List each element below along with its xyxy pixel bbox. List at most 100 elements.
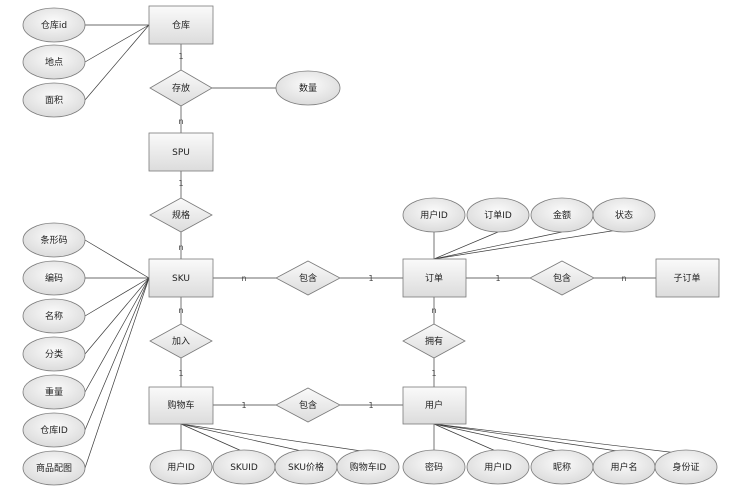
card-spec-sku: n [178, 243, 183, 252]
edge-cart-cartid [180, 423, 369, 453]
card-sku-contain: n [241, 274, 246, 283]
relationship-spec-label: 规格 [172, 209, 190, 221]
card-cart-contain: 1 [241, 401, 246, 410]
attribute-weight-label: 重量 [45, 386, 63, 398]
attribute-id-card[interactable]: 身份证 [654, 449, 718, 485]
attribute-category-label: 分类 [45, 348, 63, 360]
card-contain-user: 1 [368, 401, 373, 410]
entity-suborder-label: 子订单 [673, 272, 700, 284]
relationship-add-label: 加入 [172, 336, 190, 347]
card-contain-order: 1 [368, 274, 373, 283]
edge-location-warehouse [84, 24, 150, 63]
relationship-contain-order-suborder[interactable]: 包含 [529, 260, 595, 296]
relationship-own-label: 拥有 [425, 335, 443, 347]
attribute-sku-id-label: SKUID [230, 463, 258, 473]
attribute-password[interactable]: 密码 [402, 449, 466, 485]
card-order-own: n [431, 306, 436, 315]
attribute-amount[interactable]: 金额 [530, 197, 594, 233]
attribute-weight[interactable]: 重量 [22, 374, 86, 410]
edge-area-warehouse [84, 24, 150, 101]
relationship-contain-sku-order[interactable]: 包含 [275, 260, 341, 296]
attribute-sku-id[interactable]: SKUID [212, 449, 276, 485]
relationship-contain-cart-user-label: 包含 [299, 399, 317, 411]
relationship-spec[interactable]: 规格 [149, 197, 213, 233]
entity-sku-label: SKU [172, 274, 190, 284]
relationships: 存放 规格 加入 包含 包含 拥有 包含 [149, 69, 595, 423]
attribute-location[interactable]: 地点 [22, 44, 86, 80]
entity-warehouse-label: 仓库 [172, 19, 190, 31]
card-add-cart: 1 [178, 369, 183, 378]
attribute-quantity-label: 数量 [299, 82, 317, 94]
attribute-sku-price[interactable]: SKU价格 [274, 449, 338, 485]
card-own-user: 1 [431, 369, 436, 378]
attribute-code-label: 编码 [45, 272, 63, 284]
attribute-order-id[interactable]: 订单ID [466, 197, 530, 233]
attribute-cart-user-id[interactable]: 用户ID [149, 449, 213, 485]
attribute-status-label: 状态 [615, 209, 633, 221]
attribute-order-id-label: 订单ID [484, 209, 512, 221]
attribute-user-user-id-label: 用户ID [484, 461, 512, 473]
edge-cart-skuid [180, 423, 245, 453]
attribute-name-label: 名称 [45, 310, 63, 322]
card-spu-spec: 1 [178, 179, 183, 188]
card-order-contain: 1 [495, 274, 500, 283]
edge-user-userid [433, 423, 499, 453]
relationship-contain-sku-order-label: 包含 [299, 272, 317, 284]
card-warehouse-store: 1 [178, 52, 183, 61]
attribute-sku-warehouse-id[interactable]: 仓库ID [22, 412, 86, 448]
edge-user-idcard [433, 423, 687, 455]
attribute-id-card-label: 身份证 [672, 461, 699, 473]
attribute-username[interactable]: 用户名 [592, 449, 656, 485]
entity-cart[interactable]: 购物车 [148, 386, 214, 425]
attribute-amount-label: 金额 [553, 209, 571, 221]
attribute-order-user-id-label: 用户ID [420, 209, 448, 221]
relationship-contain-cart-user[interactable]: 包含 [275, 387, 341, 423]
attribute-quantity[interactable]: 数量 [275, 70, 341, 106]
edge-cart-skuprice [180, 423, 307, 453]
attribute-name[interactable]: 名称 [22, 298, 86, 334]
attribute-cart-id-label: 购物车ID [350, 461, 387, 473]
entity-spu[interactable]: SPU [148, 132, 214, 172]
attribute-barcode-label: 条形码 [40, 234, 67, 246]
attribute-nickname[interactable]: 昵称 [530, 449, 594, 485]
entities: 仓库 SPU SKU 购物车 订单 子订单 用户 [148, 5, 720, 425]
edge-category-sku [84, 277, 150, 355]
attribute-area[interactable]: 面积 [22, 82, 86, 118]
attribute-order-user-id[interactable]: 用户ID [402, 197, 466, 233]
edge-warehouseid2-sku [84, 277, 150, 431]
attribute-location-label: 地点 [45, 56, 63, 68]
entity-order-label: 订单 [425, 272, 443, 284]
entity-suborder[interactable]: 子订单 [655, 258, 720, 298]
edge-name-sku [84, 277, 150, 317]
entity-order[interactable]: 订单 [402, 258, 467, 298]
attribute-password-label: 密码 [425, 461, 443, 473]
attribute-category[interactable]: 分类 [22, 336, 86, 372]
entity-user[interactable]: 用户 [402, 386, 467, 425]
entity-spu-label: SPU [172, 148, 190, 158]
attribute-username-label: 用户名 [610, 461, 637, 473]
card-store-spu: n [178, 117, 183, 126]
attribute-user-user-id[interactable]: 用户ID [466, 449, 530, 485]
attribute-area-label: 面积 [45, 94, 63, 106]
relationship-add[interactable]: 加入 [149, 323, 213, 359]
relationship-own[interactable]: 拥有 [402, 323, 466, 359]
relationship-store[interactable]: 存放 [149, 69, 213, 107]
entity-warehouse[interactable]: 仓库 [148, 5, 214, 45]
attribute-warehouse-id[interactable]: 仓库id [22, 7, 86, 43]
edge-user-nickname [433, 423, 563, 453]
attribute-barcode[interactable]: 条形码 [22, 222, 86, 258]
entity-sku[interactable]: SKU [148, 258, 214, 298]
edge-image-sku [84, 277, 150, 469]
attribute-sku-warehouse-id-label: 仓库ID [40, 424, 68, 436]
attribute-code[interactable]: 编码 [22, 260, 86, 296]
attributes: 仓库id 地点 面积 数量 条形码 编码 名称 分类 [22, 7, 718, 486]
attribute-product-image-label: 商品配图 [36, 462, 72, 474]
edge-order-orderid [433, 231, 499, 260]
attribute-cart-id[interactable]: 购物车ID [336, 449, 400, 485]
attribute-status[interactable]: 状态 [592, 197, 656, 233]
attribute-product-image[interactable]: 商品配图 [22, 450, 86, 486]
attribute-cart-user-id-label: 用户ID [167, 461, 195, 473]
edge-weight-sku [84, 277, 150, 393]
attribute-nickname-label: 昵称 [553, 461, 571, 473]
